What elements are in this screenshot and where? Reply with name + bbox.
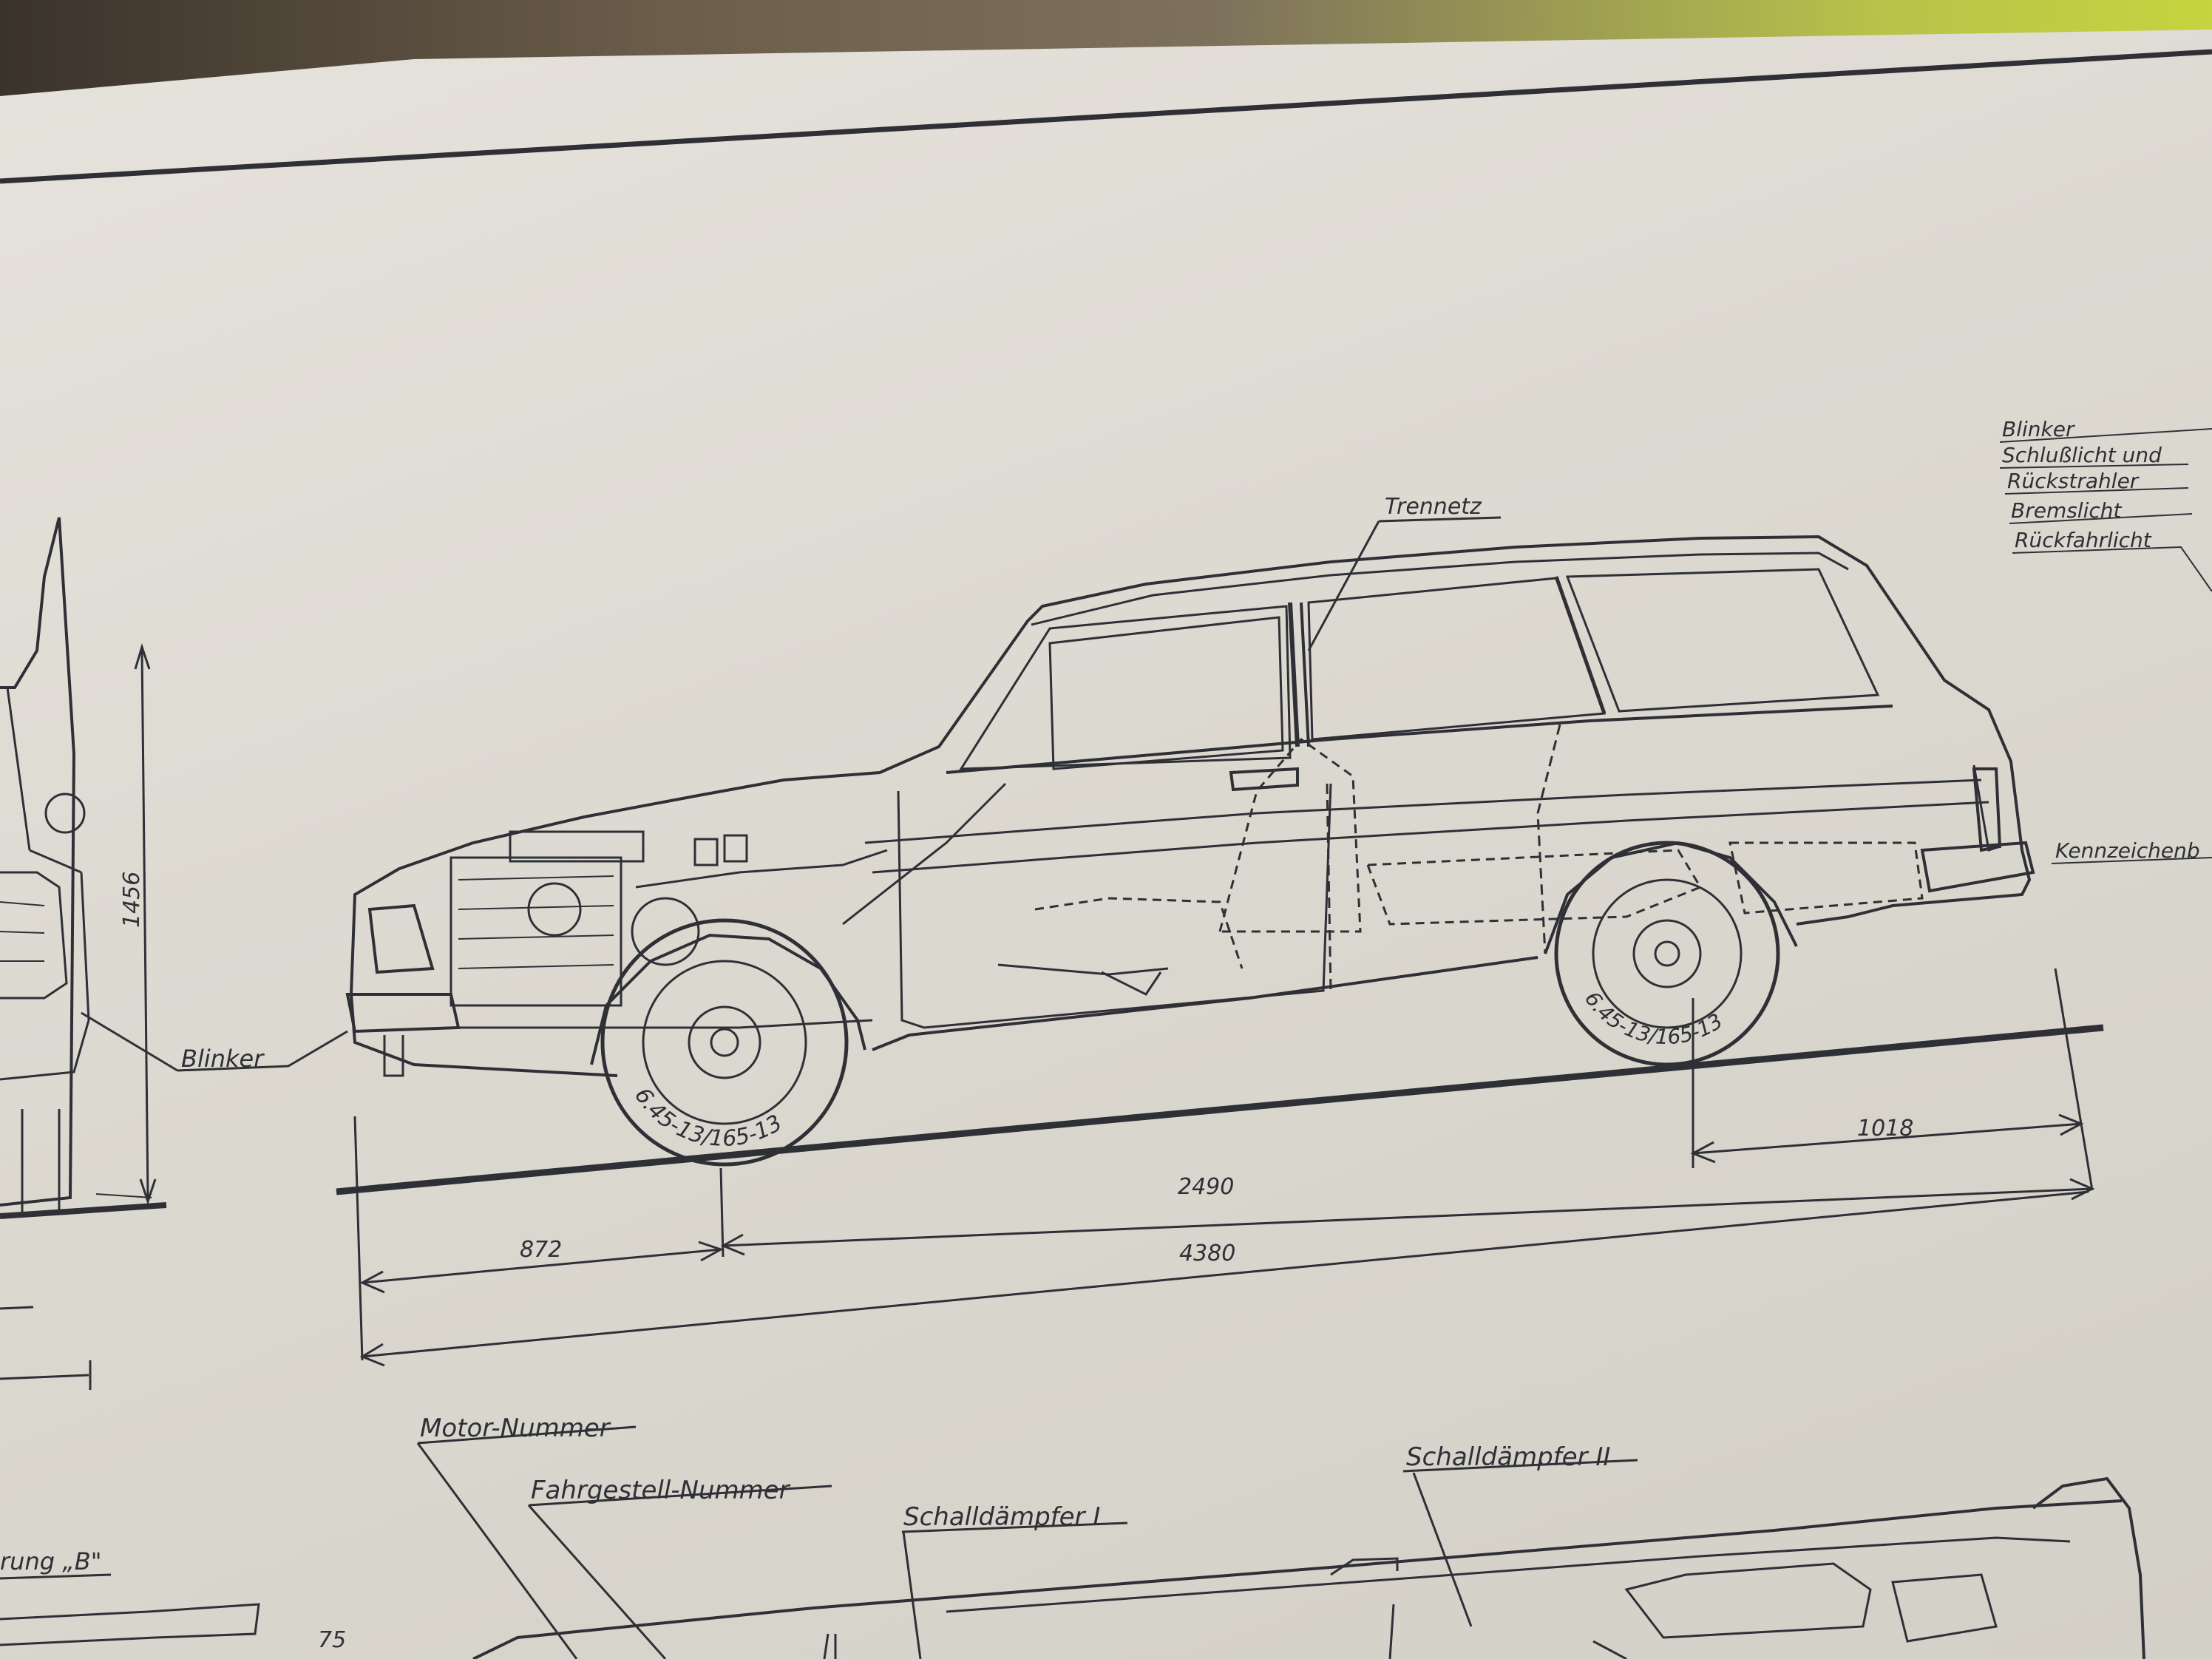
label-rueckstrahler: Rückstrahler [2007, 469, 2140, 493]
front-bumper [345, 993, 461, 1034]
dim-rear-overhang: 1018 [1857, 1116, 1913, 1141]
label-motor-nummer: Motor-Nummer [420, 1414, 611, 1443]
rear-bumper [1920, 841, 2035, 893]
dim-height: 1456 [119, 872, 145, 928]
window-rear [1565, 568, 1880, 713]
tire-size-rear: 6.45-13/165-13 [1580, 987, 1727, 1049]
dimension-lines: 1018 2490 872 4380 [353, 968, 2095, 1367]
door-handle [1229, 767, 1299, 792]
dim-front-overhang: 872 [520, 1237, 562, 1263]
dim-wheelbase: 2490 [1178, 1174, 1234, 1200]
headlight [367, 903, 435, 974]
dim-small: 75 [318, 1627, 346, 1653]
seat-outline [1218, 737, 1362, 933]
front-ground-line [0, 1202, 167, 1219]
label-blinker-rear: Blinker [2002, 417, 2075, 441]
mirror-icon [44, 793, 86, 834]
rear-light [1972, 767, 2002, 852]
window-front [959, 605, 1292, 770]
body-outline [350, 535, 2032, 1077]
window-middle [1307, 577, 1607, 741]
callout-labels: Trennetz Blinker Blinker Schlußlicht und… [81, 417, 2212, 1073]
label-trennetz: Trennetz [1385, 494, 1482, 520]
sheet-border-line [0, 49, 2212, 184]
svg-text:6.45-13/165-13: 6.45-13/165-13 [1580, 987, 1727, 1049]
label-schalldaempfer-2: Schalldämpfer II [1406, 1442, 1610, 1472]
side-view-car: 6.45-13/165-13 6.45-13/165-13 [336, 535, 2104, 1195]
side-ground-line [336, 1024, 2104, 1195]
label-ausfuehrung-b: rung „B" [0, 1547, 101, 1575]
rear-wheel: 6.45-13/165-13 [1554, 841, 1780, 1067]
front-view-partial: 1456 [0, 517, 167, 1390]
label-schlusslicht: Schlußlicht und [2002, 443, 2162, 467]
front-wheel: 6.45-13/165-13 [600, 918, 849, 1167]
dim-overall-length: 4380 [1179, 1241, 1235, 1266]
engine-cutaway [449, 830, 888, 1029]
bottom-view-partial: Motor-Nummer Fahrgestell-Nummer Schalldä… [0, 1414, 2145, 1659]
